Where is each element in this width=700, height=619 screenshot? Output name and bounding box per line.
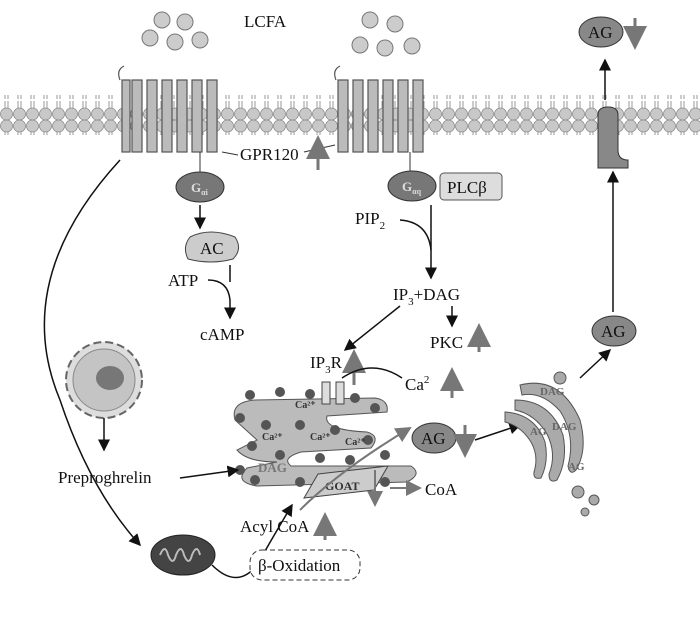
preproghrelin-label: Preproghrelin [58, 468, 152, 487]
er-calcium-label: Ca²⁺ [295, 400, 316, 411]
pip2-label: PIP2 [355, 209, 385, 232]
plc-beta-label: PLCβ [447, 178, 487, 197]
pkc-label: PKC [430, 333, 463, 352]
coa-label: CoA [425, 480, 458, 499]
adenylyl-cyclase [184, 231, 239, 263]
er-calcium-label: Ca²⁺ [310, 432, 331, 443]
camp-label: cAMP [200, 325, 244, 344]
gpr120-label: GPR120 [240, 145, 299, 164]
gpr120-receptor-right [334, 65, 424, 153]
golgi-dag-label: DAG [552, 421, 577, 433]
ip3r-label: IP3R [310, 353, 343, 376]
acyl-coa-label: Acyl CoA [240, 517, 310, 536]
ag-er-label: AG [421, 429, 446, 448]
calcium-label: Ca2 [405, 374, 429, 394]
lcfa-label: LCFA [244, 12, 287, 31]
golgi-dag-label: DAG [540, 386, 565, 398]
plc-beta [439, 172, 503, 201]
nucleus [96, 366, 124, 390]
ip3-receptor-channel [321, 381, 331, 405]
gpr120-receptor-left [118, 65, 218, 153]
er-dag-label: DAG [258, 460, 287, 475]
beta-oxidation-box [249, 549, 361, 581]
er-calcium-label: Ca²⁺ [345, 437, 366, 448]
ip3-receptor-channel [335, 381, 345, 405]
secretion-channel [597, 106, 629, 169]
endoplasmic-reticulum: Ca²⁺ Ca²⁺ Ca²⁺ Ca²⁺ DAG [233, 387, 417, 487]
golgi-ag-label: AG [530, 426, 547, 438]
goat-label: GOAT [325, 479, 359, 493]
ag-top-label: AG [588, 23, 613, 42]
golgi-ag-label: AG [568, 461, 585, 473]
beta-oxidation-label: β-Oxidation [258, 556, 341, 575]
ag-acyl-ghrelin-cytoplasm [591, 315, 637, 347]
er-calcium-label: Ca²⁺ [262, 432, 283, 443]
g-alpha-i-label: Gαi [191, 180, 209, 197]
lcfa-molecules [141, 11, 421, 57]
ac-label: AC [200, 239, 224, 258]
golgi-apparatus [504, 371, 600, 517]
atp-label: ATP [168, 271, 198, 290]
g-alpha-q [387, 170, 437, 202]
g-alpha-q-label: Gαq [402, 179, 422, 196]
ag-mid-label: AG [601, 322, 626, 341]
ip3-dag-label: IP3+DAG [393, 285, 460, 308]
cell-membrane [0, 95, 700, 135]
g-alpha-i [175, 171, 225, 203]
